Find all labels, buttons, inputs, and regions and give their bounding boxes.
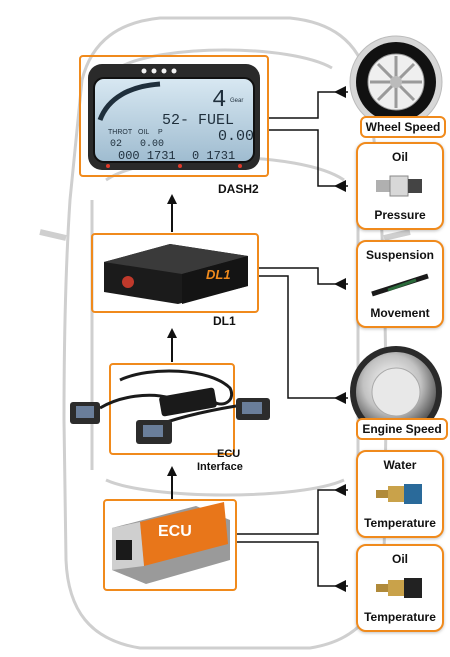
dash-bottom-right: 0 1731 (192, 149, 235, 163)
engine-speed-label: Engine Speed (356, 418, 448, 440)
dash-bottom-left: 000 1731 (118, 149, 176, 163)
engine-speed-sensor: Engine Speed (348, 344, 444, 440)
wheel-speed-sensor: Wheel Speed (348, 34, 444, 130)
oil-pressure-sensor: Oil Pressure (356, 142, 444, 230)
ecu-unit-label: ECU (158, 523, 192, 540)
oil-temp-sender-icon (372, 572, 428, 604)
dash-fuel-label: 52- FUEL (162, 112, 234, 129)
ecu-interface-caption-line2: Interface (197, 461, 243, 473)
wheel-speed-label: Wheel Speed (360, 116, 446, 138)
dash2-caption: DASH2 (218, 182, 259, 196)
ecu-interface-cable (70, 364, 270, 454)
dash-readout-right: 0.00 (218, 128, 254, 145)
suspension-sensor: Suspension Movement (356, 240, 444, 328)
suspension-label-bottom: Movement (358, 306, 442, 320)
suspension-label-top: Suspension (358, 248, 442, 262)
water-temp-sensor: Water Temperature (356, 450, 444, 538)
dash-gear-readout: 4 (212, 87, 226, 114)
water-temp-sender-icon (372, 478, 428, 510)
dl1-brand-label: DL1 (206, 267, 231, 282)
dash-oil-label: OIL (138, 129, 149, 136)
dash-oil-pressure-label: P (158, 129, 163, 136)
ecu-interface-caption-line1: ECU (217, 448, 240, 460)
oil-pressure-label-bottom: Pressure (358, 208, 442, 222)
water-temp-label-bottom: Temperature (358, 516, 442, 530)
dl1-caption: DL1 (213, 314, 236, 328)
oil-temp-label-top: Oil (358, 552, 442, 566)
oil-pressure-label-top: Oil (358, 150, 442, 164)
water-temp-label-top: Water (358, 458, 442, 472)
pressure-sender-icon (372, 170, 428, 202)
dash-gear-unit: Gear (230, 98, 243, 104)
dl1-logger: DL1 (92, 234, 258, 312)
suspension-potentiometer-icon (366, 270, 434, 300)
oil-temp-label-bottom: Temperature (358, 610, 442, 624)
ecu-unit: ECU (104, 500, 236, 590)
sensor-arrowheads (334, 86, 346, 592)
oil-temp-sensor: Oil Temperature (356, 544, 444, 632)
dash-throttle-label: THROT (108, 129, 133, 136)
dash2-display: 4 Gear 52- FUEL THROT OIL P 02 0.00 0.00… (80, 56, 268, 176)
